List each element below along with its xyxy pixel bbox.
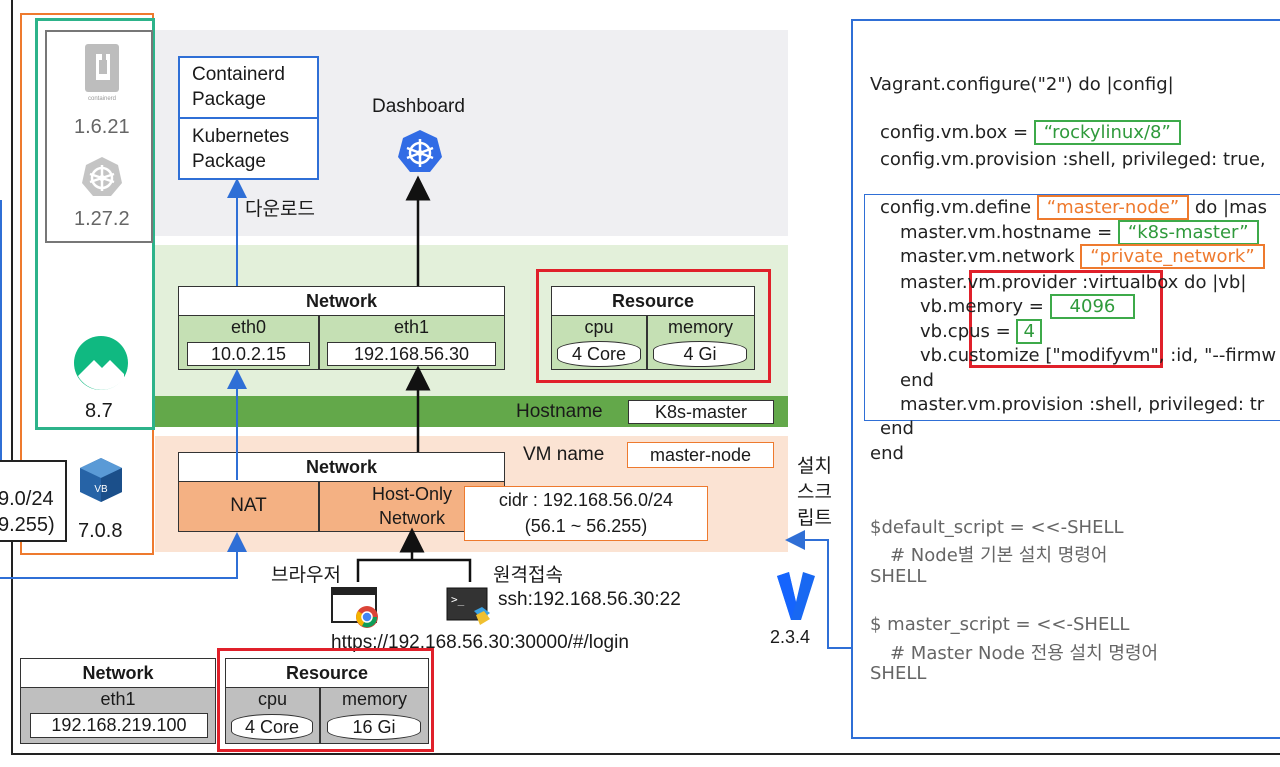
svg-text:>_: >_ [451,593,465,606]
cidr-line1: cidr : 192.168.56.0/24 [498,489,674,510]
containerd-version: 1.6.21 [74,116,130,138]
end-line-3: end [870,443,904,464]
hostname-config-value: “k8s-master” [1117,220,1259,245]
network-line: master.vm.network “private_network” [900,244,1265,269]
host-cpu-label: cpu [257,688,288,709]
virtualbox-icon: VB [78,456,124,504]
rocky-frame [35,18,155,430]
host-resource-divider [319,687,321,743]
vm-name-label: VM name [523,444,605,465]
outer-frame [11,0,1280,755]
host-eth1-ip: 192.168.219.100 [30,713,208,738]
master-script-comment: # Master Node 전용 설치 명령어 [890,643,1159,664]
vm-resource-config-highlight [969,270,1163,368]
provision-line: config.vm.provision :shell, privileged: … [880,149,1266,170]
master-script-end: SHELL [870,663,927,684]
host-network-title: Network [82,662,154,683]
vbox-network-divider [318,481,320,531]
end-line-1: end [900,370,934,391]
host-network-partial-line2: 9.255) [0,514,55,536]
left-edge-line [0,200,2,460]
master-provision-line: master.vm.provision :shell, privileged: … [900,394,1265,415]
host-memory-label: memory [341,688,407,709]
eth0-ip: 10.0.2.15 [187,342,310,366]
vm-resource-title: Resource [611,290,695,311]
vm-cpu-value: 4 Core [557,341,641,367]
nat-label: NAT [230,495,267,516]
box-value: “rockylinux/8” [1033,120,1181,145]
rocky-version: 8.7 [85,400,113,422]
containerd-icon: containerd [82,42,122,102]
end-line-2: end [880,418,914,439]
host-only-label: Host-Only Network [371,484,452,528]
kubernetes-package-label: Kubernetes Package [192,126,290,172]
dashboard-url[interactable]: https://192.168.56.30:30000/#/login [331,632,629,653]
hostname-value: K8s-master [628,400,774,424]
default-script-comment: # Node별 기본 설치 명령어 [890,545,1108,566]
vm-name-value: master-node [627,442,774,468]
provider-line: master.vm.provider :virtualbox do |vb| [900,272,1247,293]
cidr-line2: (56.1 ~ 56.255) [524,515,648,536]
host-resource-highlight [217,648,434,752]
svg-text:containerd: containerd [88,96,116,102]
eth1-ip: 192.168.56.30 [327,342,496,366]
vm-resource-divider [646,315,648,369]
vm-memory-label: memory [667,316,733,337]
define-value: “master-node” [1036,195,1190,220]
master-script-line: $ master_script = <<-SHELL [870,614,1130,635]
vm-network-title: Network [305,290,377,311]
cpus-line: vb.cpus = 4 [920,319,1042,344]
default-script-line: $default_script = <<-SHELL [870,517,1124,538]
setup-script-label: 설치 스크 립트 [797,456,832,529]
hostname-label: Hostname [516,401,603,422]
kubernetes-gray-icon [80,155,124,199]
vbox-network-cells [179,481,504,531]
kubernetes-dashboard-icon[interactable] [396,128,444,176]
memory-config-value: 4096 [1049,294,1136,319]
dashboard-label: Dashboard [372,96,465,117]
host-network-partial-box [0,460,67,542]
vm-network-divider [318,315,320,369]
remote-access-label: 원격접속 [493,565,563,586]
kubernetes-version: 1.27.2 [74,208,130,230]
host-memory-value: 16 Gi [327,714,421,740]
svg-text:VB: VB [94,484,108,495]
default-script-end: SHELL [870,566,927,587]
host-eth1-label: eth1 [100,688,136,709]
vagrant-configure-line: Vagrant.configure("2") do |config| [870,74,1174,95]
cpus-config-value: 4 [1016,319,1042,344]
eth1-label: eth1 [393,316,430,337]
terminal-icon[interactable]: >_ [446,587,492,627]
vm-cpu-label: cpu [584,316,614,337]
define-line: config.vm.define “master-node” do |mas [880,195,1268,220]
ssh-address: ssh:192.168.56.30:22 [498,589,681,610]
host-cpu-value: 4 Core [231,714,313,740]
vagrant-icon [775,572,817,622]
browser-label: 브라우저 [271,565,341,586]
vm-resource-highlight [536,269,771,383]
hostname-line: master.vm.hostname = “k8s-master” [900,220,1259,245]
eth0-label: eth0 [230,316,267,337]
host-network-partial-line1: 9.0/24 [0,488,54,510]
box-line: config.vm.box = “rockylinux/8” [880,120,1181,145]
virtualbox-version: 7.0.8 [78,520,123,542]
vbox-network-title: Network [305,456,377,477]
network-config-value: “private_network” [1080,244,1265,269]
host-resource-title: Resource [285,662,369,683]
vagrant-version: 2.3.4 [770,627,811,647]
download-label: 다운로드 [245,199,315,220]
browser-icon[interactable] [331,587,383,629]
packages-divider [178,117,319,119]
master-define-block [864,194,1280,421]
cidr-box [464,486,708,541]
vm-memory-value: 4 Gi [653,341,747,367]
customize-line: vb.customize ["modifyvm", :id, "--firmw [920,345,1277,366]
containerd-package-label: Containerd Package [192,64,285,110]
memory-line: vb.memory = 4096 [920,294,1136,319]
rocky-linux-icon [72,334,130,392]
